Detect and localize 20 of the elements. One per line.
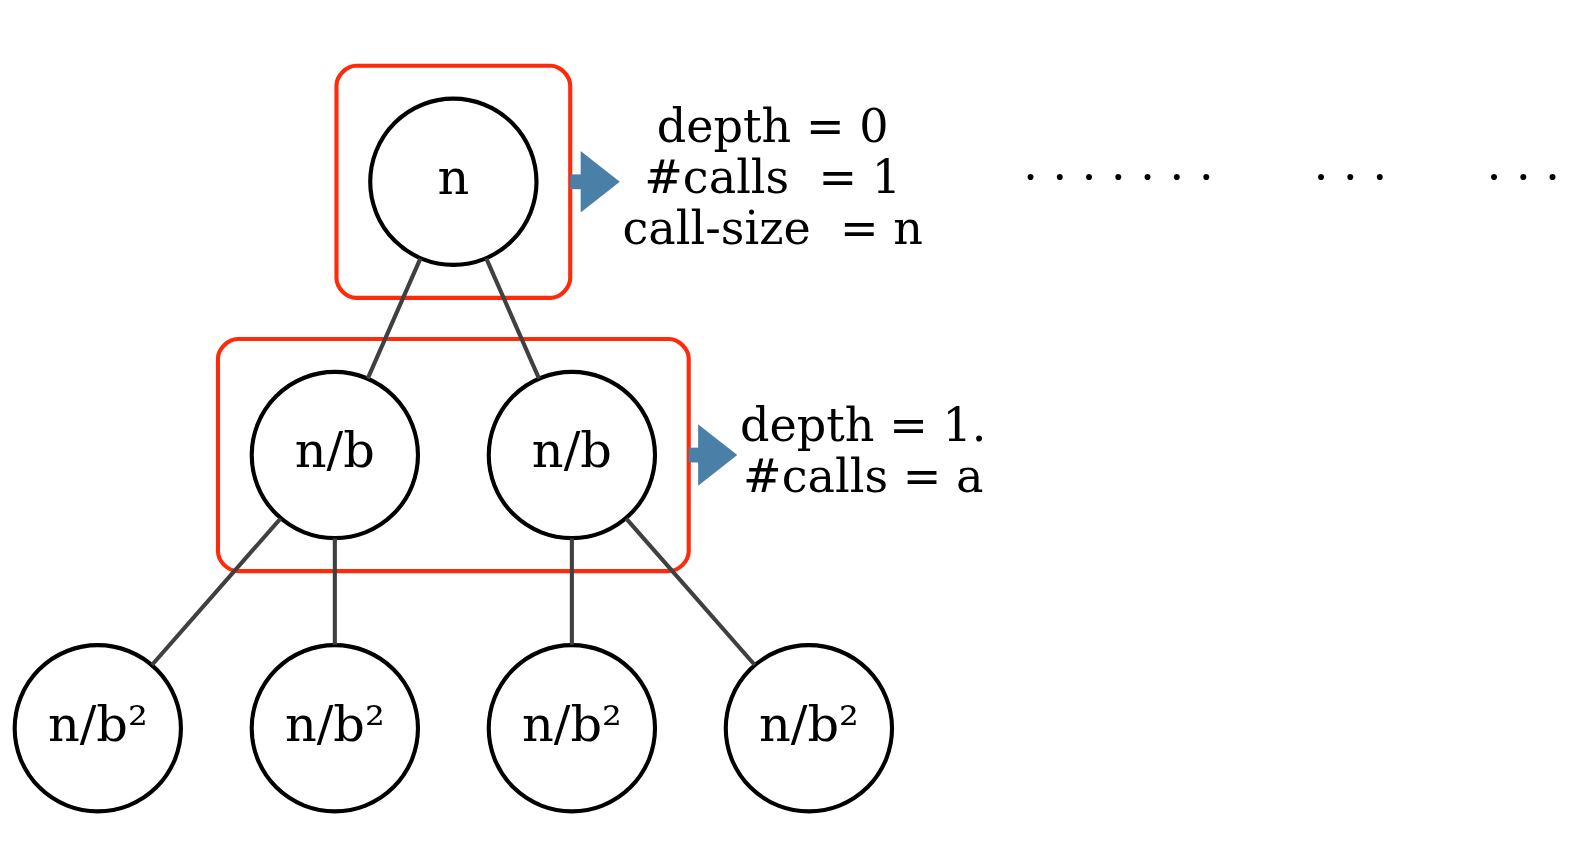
connector bbox=[332, 537, 337, 645]
connector bbox=[365, 257, 423, 379]
cluster bbox=[215, 336, 691, 573]
connector bbox=[150, 516, 282, 666]
node-circle: n/b² bbox=[486, 642, 658, 813]
node-circle: n/b bbox=[249, 369, 420, 540]
label: · · · bbox=[1313, 149, 1388, 204]
cluster bbox=[334, 63, 573, 300]
node-text: depth = 1. #calls = a bbox=[740, 397, 987, 503]
connector bbox=[624, 516, 757, 666]
connector bbox=[569, 537, 574, 645]
node-circle: n/b² bbox=[723, 642, 895, 813]
node-text: depth = 0 #calls = 1 call-size = n bbox=[622, 98, 923, 255]
connector bbox=[484, 257, 541, 379]
label: · · · bbox=[1486, 149, 1560, 204]
node-circle: n/b bbox=[486, 369, 658, 540]
node-circle: n/b² bbox=[12, 642, 183, 813]
node-circle: n/b² bbox=[249, 642, 420, 813]
node-circle: n bbox=[368, 96, 539, 267]
label: · · · · · · · bbox=[1023, 149, 1214, 204]
